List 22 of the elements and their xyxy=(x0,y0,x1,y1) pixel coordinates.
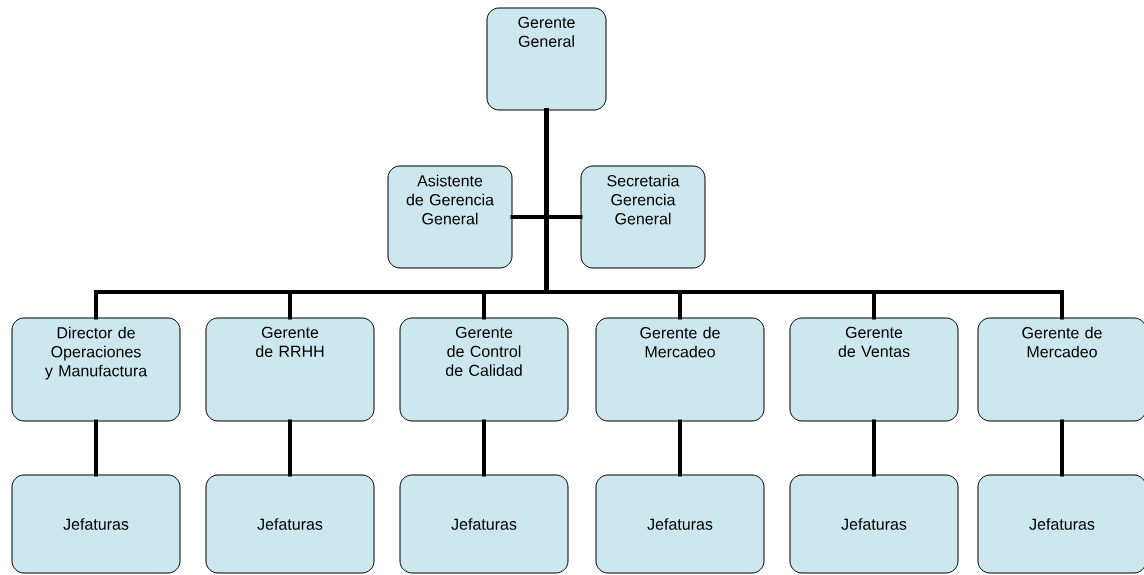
org-box: Gerente de Mercadeo xyxy=(595,317,765,422)
org-box: Jefaturas xyxy=(595,474,765,574)
org-box: Asistente de Gerencia General xyxy=(387,165,513,269)
connector-line xyxy=(678,419,682,477)
org-box: Jefaturas xyxy=(399,474,569,574)
connector-line xyxy=(288,419,292,477)
org-box: Gerente de Ventas xyxy=(789,317,959,422)
connector-line xyxy=(544,108,1064,320)
org-box: Secretaria Gerencia General xyxy=(580,165,706,269)
connector-line xyxy=(872,419,876,477)
org-box: Jefaturas xyxy=(11,474,181,574)
org-box: Jefaturas xyxy=(205,474,375,574)
org-box: Gerente de Mercadeo xyxy=(977,317,1144,422)
org-box: Jefaturas xyxy=(977,474,1144,574)
org-box: Jefaturas xyxy=(789,474,959,574)
org-box: Gerente de RRHH xyxy=(205,317,375,422)
org-box: Gerente de Control de Calidad xyxy=(399,317,569,422)
org-box: Director de Operaciones y Manufactura xyxy=(11,317,181,422)
org-box: Gerente General xyxy=(486,7,607,111)
connector-line xyxy=(1060,419,1064,477)
connector-line xyxy=(482,419,486,477)
connector-line xyxy=(94,419,98,477)
